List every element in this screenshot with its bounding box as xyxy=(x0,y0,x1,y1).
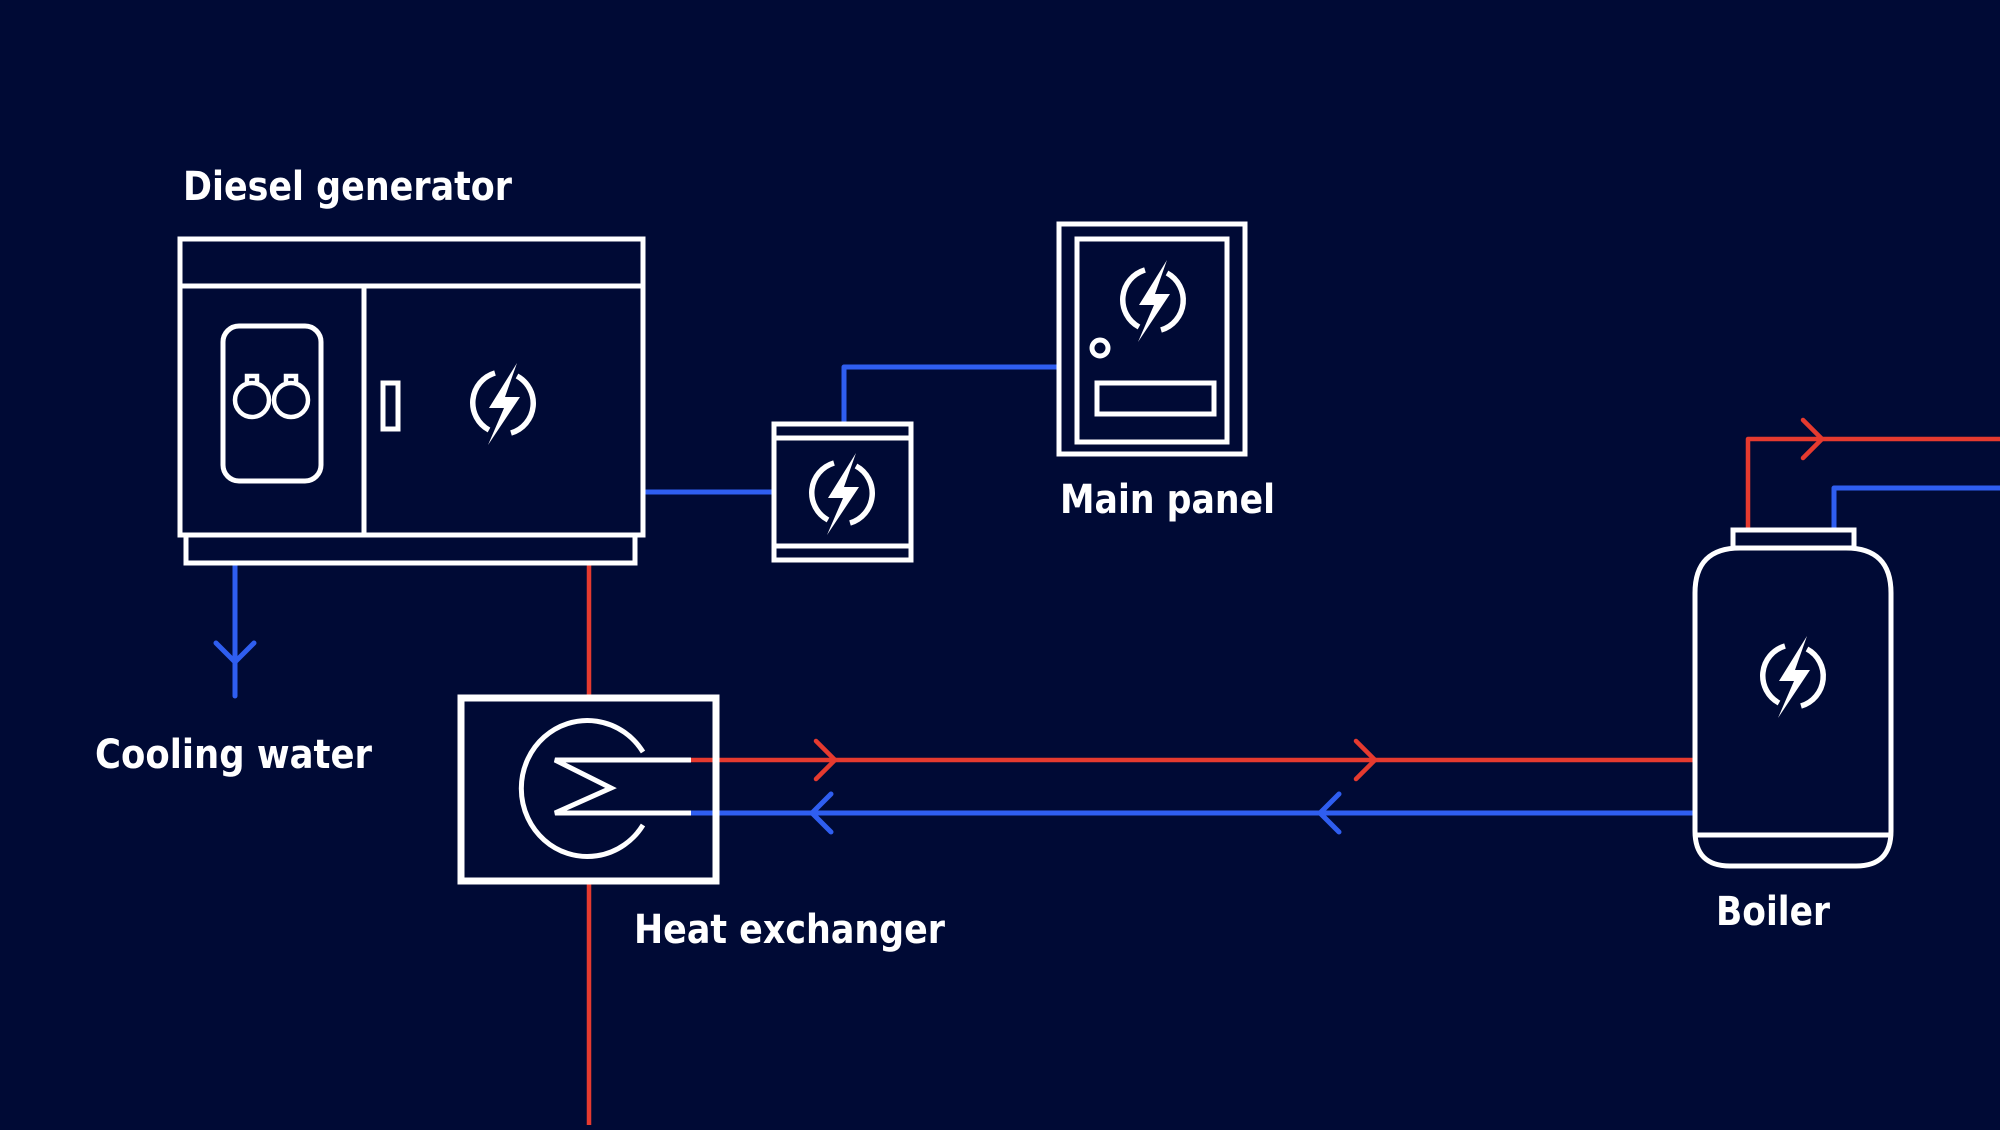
heat-exchanger-icon xyxy=(518,718,691,859)
diesel-generator[interactable] xyxy=(177,236,646,566)
cooling-water-arrow xyxy=(213,640,257,665)
boiler-hot-outlet-arrow xyxy=(1800,417,1825,461)
transfer-switch[interactable] xyxy=(771,421,914,563)
cold-return-arrow-1 xyxy=(809,791,834,835)
main-panel[interactable] xyxy=(1056,221,1248,457)
heat-exchanger-housing xyxy=(457,694,720,885)
boiler[interactable] xyxy=(1692,527,1894,869)
panel-outer-frame xyxy=(1056,221,1248,457)
label-heat-exchanger: Heat exchanger xyxy=(634,907,945,953)
lightning-icon xyxy=(812,453,872,535)
boiler-cold-inlet-line xyxy=(1831,485,2000,533)
generator-base xyxy=(183,532,638,566)
engine-window xyxy=(220,323,324,484)
switch-to-panel-line xyxy=(841,364,1061,426)
panel-knob xyxy=(1089,337,1111,359)
panel-inner-door xyxy=(1074,236,1230,445)
lightning-icon xyxy=(1763,636,1823,718)
lightning-icon xyxy=(1123,260,1183,342)
heat-exchanger[interactable] xyxy=(457,694,720,885)
engine-icon xyxy=(232,373,311,420)
panel-slot xyxy=(1094,380,1217,417)
generator-housing xyxy=(177,236,646,538)
switch-housing xyxy=(771,421,914,563)
label-main-panel: Main panel xyxy=(1060,477,1275,523)
boiler-body xyxy=(1692,545,1894,869)
boiler-hot-outlet-line xyxy=(1745,436,2000,533)
hot-supply-arrow-1 xyxy=(813,738,838,782)
pipes xyxy=(213,364,2000,1128)
boiler-cap xyxy=(1730,527,1857,551)
generator-indicator xyxy=(380,380,401,432)
label-diesel-generator: Diesel generator xyxy=(183,164,512,210)
hot-supply-arrow-2 xyxy=(1353,738,1378,782)
label-boiler: Boiler xyxy=(1716,889,1830,935)
label-cooling-water: Cooling water xyxy=(95,732,372,778)
cold-return-arrow-2 xyxy=(1317,791,1342,835)
lightning-icon xyxy=(473,363,533,445)
